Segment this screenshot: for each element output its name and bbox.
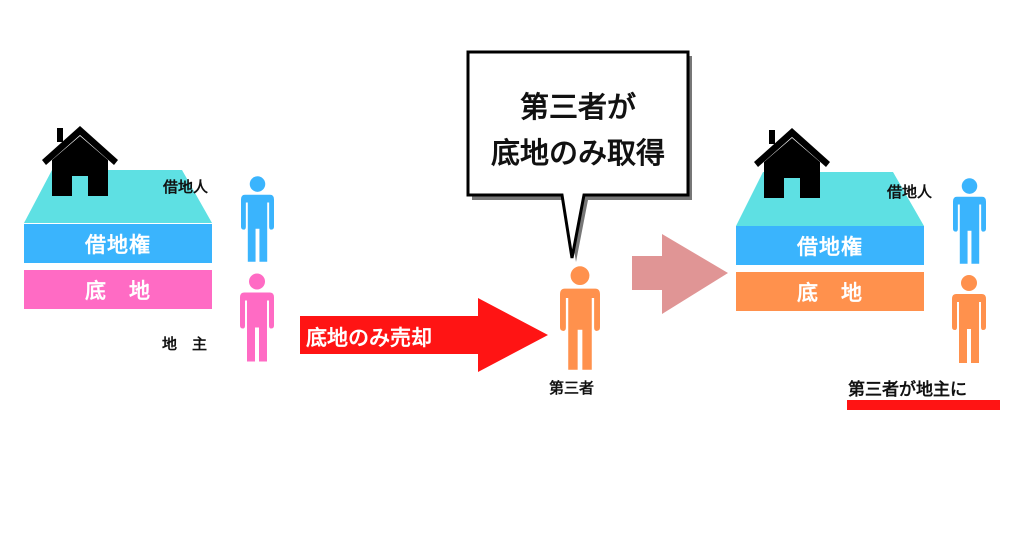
roof-shape-right [736, 172, 924, 226]
house-icon-right [754, 128, 830, 198]
bubble-line1: 第三者が [519, 90, 636, 124]
speech-bubble [466, 50, 692, 262]
landowner-person-icon [240, 273, 274, 362]
third-party-label: 第三者 [549, 379, 595, 397]
caption-right: 第三者が地主に [848, 380, 967, 400]
tenant-person-icon-right [953, 178, 986, 264]
land-bar-right: 底 地 [736, 272, 924, 311]
land-bar: 底 地 [24, 270, 212, 309]
third-party-person-icon [560, 266, 600, 370]
tenant-person-icon [241, 176, 274, 262]
house-icon [42, 126, 118, 196]
tenant-label: 借地人 [163, 178, 209, 196]
leasehold-bar: 借地権 [24, 224, 212, 263]
landowner-label: 地 主 [162, 335, 208, 353]
tenant-label-right: 借地人 [887, 183, 933, 201]
bubble-text: 第三者が底地のみ取得 [468, 84, 688, 176]
sale-arrow-label: 底地のみ売却 [306, 326, 432, 350]
leasehold-bar-right: 借地権 [736, 226, 924, 265]
new-landowner-person-icon [952, 275, 986, 363]
transition-arrow [632, 234, 728, 314]
sale-arrow-shape [300, 298, 548, 372]
caption-underline [847, 400, 1000, 410]
bubble-line2: 底地のみ取得 [490, 136, 665, 170]
